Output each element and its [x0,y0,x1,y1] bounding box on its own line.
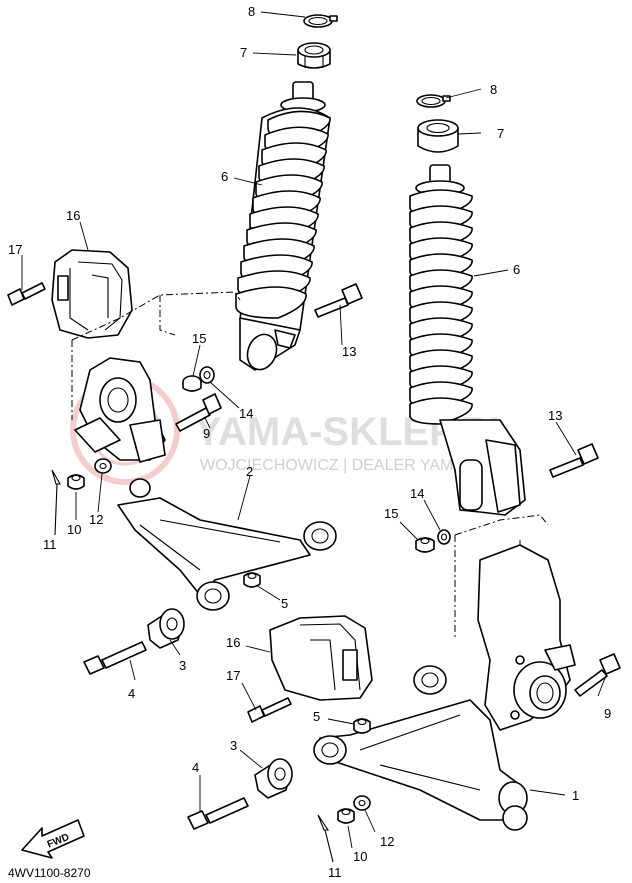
watermark-subtitle: WOJCIECHOWICZ | DEALER YAMAHA [200,457,487,474]
nut-part-5-right[interactable] [353,718,371,734]
diagram-code: 4WV1100-8270 [8,866,91,880]
nut-part-15-left[interactable] [182,375,202,392]
bolt-part-17-left[interactable] [7,282,46,306]
callout-12-right: 12 [380,834,394,849]
callout-13-right: 13 [548,408,562,423]
spring-coils-left [235,110,331,319]
spring-coils-right [409,189,473,425]
cotter-pin-part-11-left[interactable] [51,469,61,536]
callout-2: 2 [246,464,253,479]
locknut-part-7-right[interactable] [417,119,459,153]
locknut-part-7-left[interactable] [297,42,331,69]
callout-8-left: 8 [248,4,255,19]
callout-5-right: 5 [313,709,320,724]
callout-7-right: 7 [497,126,504,141]
bolt-part-4-left[interactable] [83,641,147,675]
callout-4-right: 4 [192,760,199,775]
circlip-part-8-left[interactable] [303,14,338,28]
shock-absorber-part-6-left[interactable] [235,81,331,374]
callout-6-right: 6 [513,262,520,277]
callout-10-left: 10 [67,522,81,537]
callout-11-left: 11 [43,537,57,552]
bolt-part-13-right[interactable] [549,443,599,478]
nut-part-5-left[interactable] [243,572,261,588]
bolt-part-4-right[interactable] [187,797,249,830]
bolt-part-17-right[interactable] [247,697,292,723]
bolt-part-9-left[interactable] [175,393,222,432]
guard-part-16-left[interactable] [51,249,133,339]
circlip-part-8-right[interactable] [416,94,451,108]
callout-9-right: 9 [604,706,611,721]
callout-7-left: 7 [240,45,247,60]
washer-part-14-left[interactable] [199,366,215,384]
callout-14-left: 14 [239,406,253,421]
leader-lines [21,11,606,849]
nut-part-10-right[interactable] [337,808,355,824]
callout-1: 1 [572,788,579,803]
callout-17-left: 17 [8,242,22,257]
callout-4-left: 4 [128,686,135,701]
callout-14-right: 14 [410,486,424,501]
fwd-arrow-icon: FWD [21,819,85,859]
bolt-part-9-right[interactable] [574,653,621,697]
washer-part-14-right[interactable] [437,529,451,545]
callout-11-right: 11 [328,865,342,880]
callout-8-right: 8 [490,82,497,97]
callout-3-right: 3 [230,738,237,753]
cotter-pin-part-11-right[interactable] [317,814,334,863]
callout-15-left: 15 [192,331,206,346]
callout-10-right: 10 [353,849,367,864]
callout-17-right: 17 [226,668,240,683]
bolt-part-13-left[interactable] [314,283,363,318]
callout-labels: 8 7 6 16 17 15 14 13 9 2 10 12 11 5 3 4 … [8,4,611,880]
nut-part-15-right[interactable] [415,537,435,553]
shock-absorber-part-6-right[interactable] [409,164,526,516]
bushing-part-3-left[interactable] [147,608,185,649]
steering-knuckle-right [454,514,576,731]
callout-9-left: 9 [203,426,210,441]
callout-16-right: 16 [226,635,240,650]
steering-knuckle-left [71,291,241,463]
callout-5-left: 5 [281,596,288,611]
callout-16-left: 16 [66,208,80,223]
callout-12-left: 12 [89,512,103,527]
guard-part-16-right[interactable] [269,615,373,701]
callout-3-left: 3 [179,658,186,673]
callout-15-right: 15 [384,506,398,521]
callout-6-left: 6 [221,169,228,184]
upper-arm-part-2[interactable] [117,478,337,611]
bushing-part-3-right[interactable] [254,758,293,799]
nut-part-10-left[interactable] [67,474,85,490]
washer-part-12-right[interactable] [353,795,371,811]
washer-part-12-left[interactable] [94,458,112,474]
callout-13-left: 13 [342,344,356,359]
